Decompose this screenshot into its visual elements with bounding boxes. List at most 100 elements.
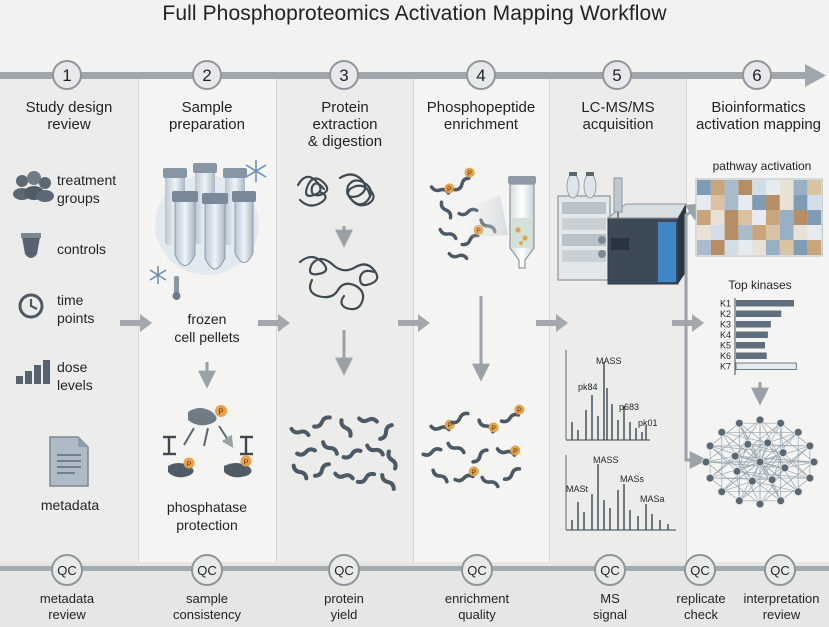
phospho-site xyxy=(444,183,455,194)
phospho-label: P xyxy=(491,425,496,432)
kinase-bar xyxy=(735,362,797,370)
qc-badge: QC xyxy=(600,563,620,578)
heatmap-cell xyxy=(779,180,794,195)
qc-label: protein yield xyxy=(324,591,364,622)
lc-ms-instrument xyxy=(557,172,687,285)
kinase-bar xyxy=(736,310,782,317)
column-divider xyxy=(276,72,277,562)
peptide xyxy=(289,426,311,438)
heatmap-cell xyxy=(807,195,822,210)
network-edge xyxy=(771,445,811,480)
network-edge xyxy=(734,419,761,457)
peptide xyxy=(333,471,355,481)
peptide xyxy=(438,227,458,241)
peptide xyxy=(502,467,522,481)
network-edge xyxy=(705,455,736,463)
heatmap-cell xyxy=(779,240,794,255)
network-node xyxy=(809,457,819,467)
heatmap-cell xyxy=(752,225,766,240)
peptide xyxy=(295,447,317,457)
heatmap-cell xyxy=(766,240,780,255)
stage-number: 4 xyxy=(476,66,485,85)
heatmap-cell xyxy=(807,225,822,240)
heatmap-cell xyxy=(710,180,725,195)
heatmap-cell xyxy=(807,210,822,225)
heatmap-cell xyxy=(752,195,766,210)
heatmap-cell xyxy=(793,225,808,240)
metadata-label: metadata xyxy=(40,497,100,513)
network-node xyxy=(705,441,715,451)
heatmap-cell xyxy=(793,195,808,210)
network-node xyxy=(747,476,757,486)
heatmap-cell xyxy=(752,210,766,225)
heatmap-cell xyxy=(710,240,725,255)
peptide xyxy=(365,443,385,457)
design-item-label: controls xyxy=(57,241,107,257)
peptide xyxy=(439,200,453,220)
heatmap-cell xyxy=(779,195,794,210)
heatmap-cell xyxy=(807,240,822,255)
peptide xyxy=(499,412,521,424)
qc-bar xyxy=(0,566,829,571)
network-node xyxy=(780,463,790,473)
heatmap-cell xyxy=(738,225,753,240)
stage-number: 3 xyxy=(339,66,348,85)
phospho-label: P xyxy=(467,171,472,178)
network-node xyxy=(755,499,765,509)
phosphatase-illustration: P P P xyxy=(163,405,253,478)
kinase-label: K5 xyxy=(720,341,731,351)
stage-title: Study design review xyxy=(25,99,113,133)
spectrum-label: p683 xyxy=(619,402,639,412)
stage-number: 1 xyxy=(62,66,71,85)
network-node xyxy=(805,473,815,483)
network-node xyxy=(763,438,773,448)
heatmap-cell xyxy=(724,225,739,240)
spectrum-label: MASt xyxy=(566,484,589,494)
tube-icon xyxy=(21,233,41,258)
peptide xyxy=(450,411,470,425)
stage-column-bg xyxy=(276,72,413,562)
heatmap-cell xyxy=(724,210,739,225)
network-node xyxy=(730,451,740,461)
heatmap-cell xyxy=(710,195,725,210)
ms-spectrum-1 xyxy=(565,350,650,441)
network-node xyxy=(705,473,715,483)
peptide xyxy=(312,415,332,429)
peptide xyxy=(313,462,331,478)
qc-badge: QC xyxy=(690,563,710,578)
stage-number: 5 xyxy=(612,66,621,85)
column-divider xyxy=(138,72,139,562)
kinase-bar xyxy=(736,300,794,307)
qc-label: metadata review xyxy=(39,591,95,622)
kinase-label: K1 xyxy=(720,299,731,309)
network-node xyxy=(778,448,788,458)
network-edge xyxy=(767,431,799,444)
network-node xyxy=(755,457,765,467)
stage-title: Protein extraction & digestion xyxy=(307,99,383,150)
heatmap-cell xyxy=(766,225,780,240)
peptide xyxy=(447,251,469,261)
flow-arrow xyxy=(258,314,290,332)
peptide xyxy=(453,176,471,192)
network-edge xyxy=(752,432,799,482)
kinase-label: K4 xyxy=(720,330,731,340)
network-edge xyxy=(759,419,786,469)
peptide xyxy=(378,423,394,441)
heatmap-cell xyxy=(697,225,711,240)
network-edge xyxy=(705,461,785,469)
design-item-label: time points xyxy=(57,292,95,326)
heatmap-cell xyxy=(724,240,739,255)
heatmap-cell xyxy=(710,225,725,240)
kinase-network xyxy=(701,415,819,509)
heatmap-cell xyxy=(724,180,739,195)
phospho-label: P xyxy=(447,186,452,193)
peptide xyxy=(291,463,309,481)
network-edge xyxy=(710,445,784,454)
svg-text:P: P xyxy=(218,408,223,417)
qc-label: MS signal xyxy=(593,591,627,622)
network-edge xyxy=(739,423,773,480)
stage-title: Sample preparation xyxy=(169,99,245,133)
stage-number: 6 xyxy=(752,66,761,85)
peptide xyxy=(453,473,475,483)
spectrum-label: MASa xyxy=(640,494,665,504)
